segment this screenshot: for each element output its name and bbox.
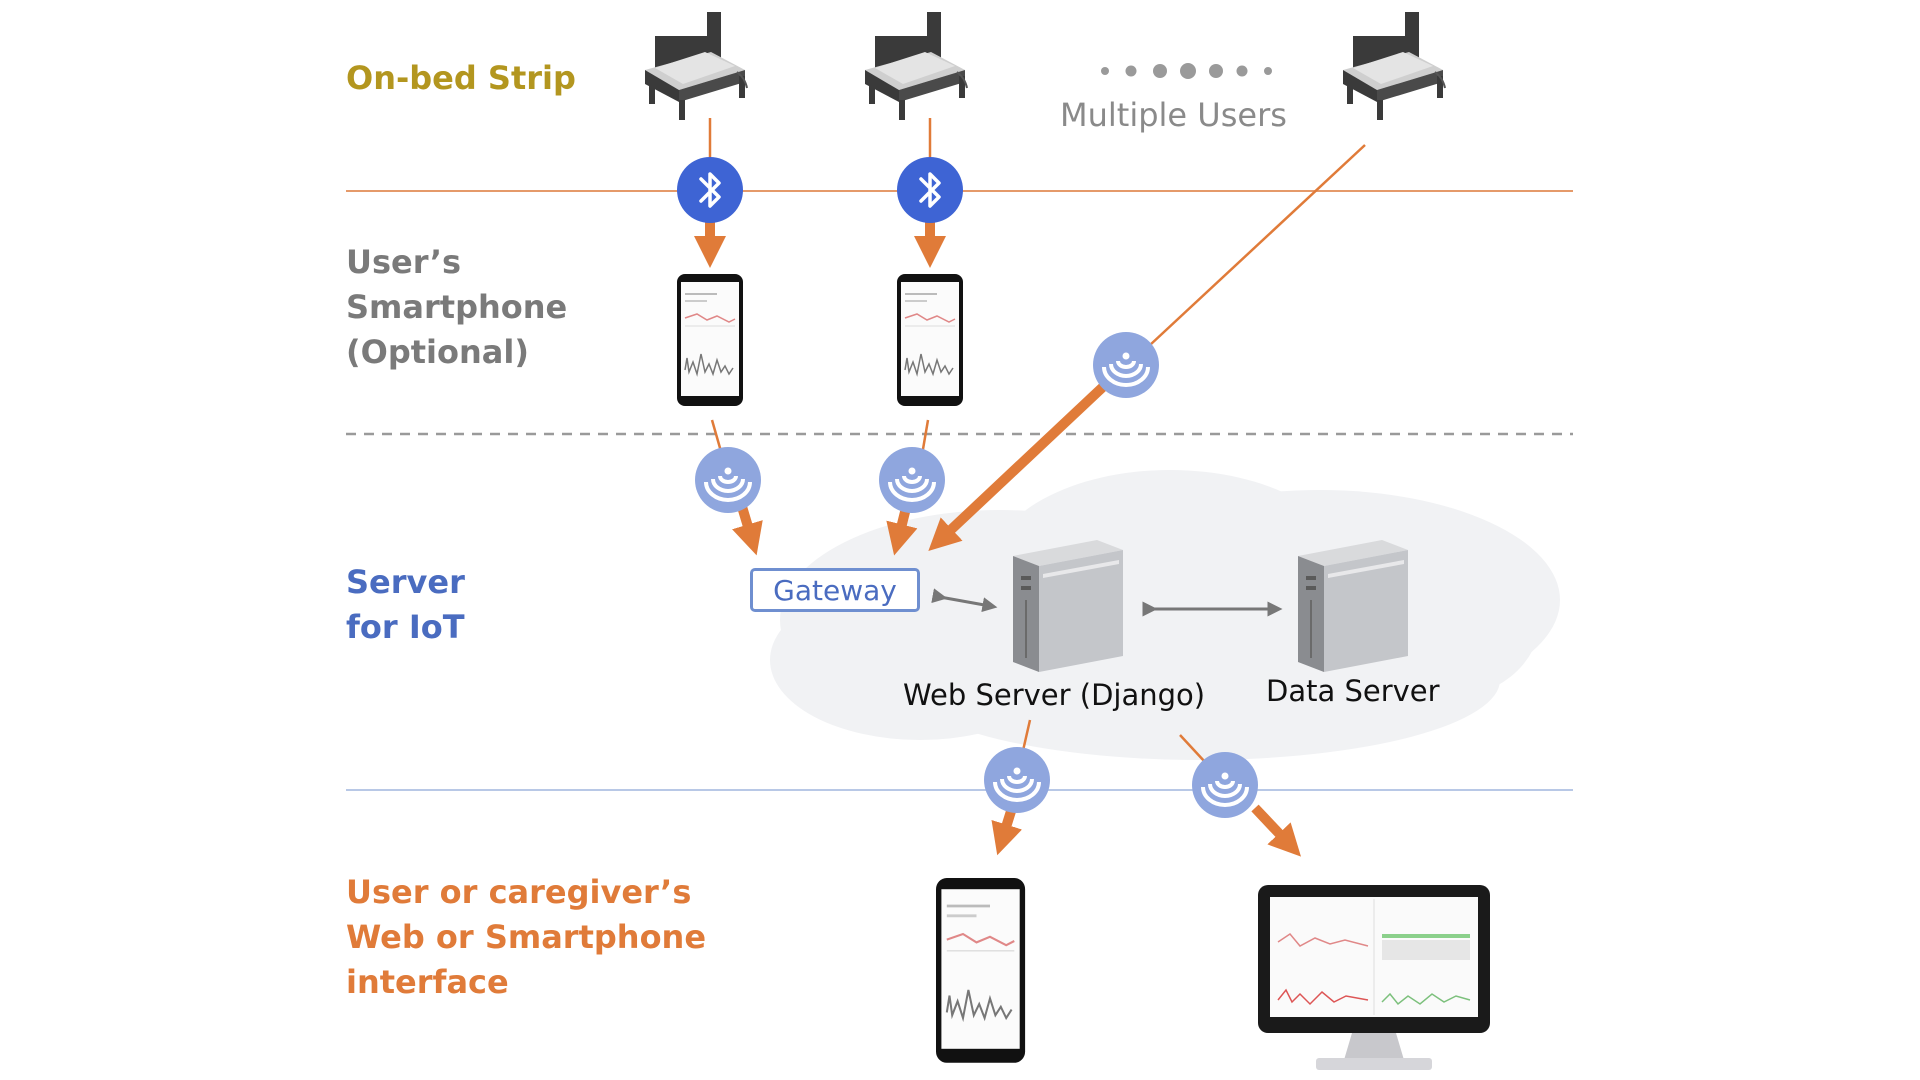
wifi-icon	[982, 745, 1052, 815]
wifi-icon	[693, 445, 763, 515]
gateway-label: Gateway	[773, 573, 897, 607]
ellipsis-dots	[1101, 63, 1272, 79]
row-label-smartphone: User’s Smartphone (Optional)	[346, 243, 568, 371]
row-label-interface: User or caregiver’s Web or Smartphone in…	[346, 873, 707, 1001]
monitor-icon	[1258, 885, 1490, 1070]
bed-icon	[1342, 11, 1446, 121]
bluetooth-icon	[895, 155, 965, 225]
wifi-icon	[1091, 330, 1161, 400]
bed-icon	[644, 11, 748, 121]
server-icon	[1297, 539, 1409, 673]
gateway-webserver-arrow	[931, 588, 998, 613]
wifi-icon	[1190, 750, 1260, 820]
cloud-shape	[770, 470, 1560, 760]
server-icon	[1012, 539, 1124, 673]
row-label-on-bed-strip: On-bed Strip	[346, 59, 576, 97]
smartphone-icon	[934, 876, 1027, 1065]
smartphone-icon	[676, 273, 744, 407]
multiple-users-label: Multiple Users	[1060, 96, 1287, 134]
web-server-label: Web Server (Django)	[903, 678, 1206, 712]
bluetooth-icon	[675, 155, 745, 225]
row-label-server: Server for IoT	[346, 563, 465, 646]
data-server-label: Data Server	[1266, 674, 1440, 708]
gateway-box: Gateway	[750, 568, 920, 612]
wifi-icon	[877, 445, 947, 515]
smartphone-icon	[896, 273, 964, 407]
bed-icon	[864, 11, 968, 121]
